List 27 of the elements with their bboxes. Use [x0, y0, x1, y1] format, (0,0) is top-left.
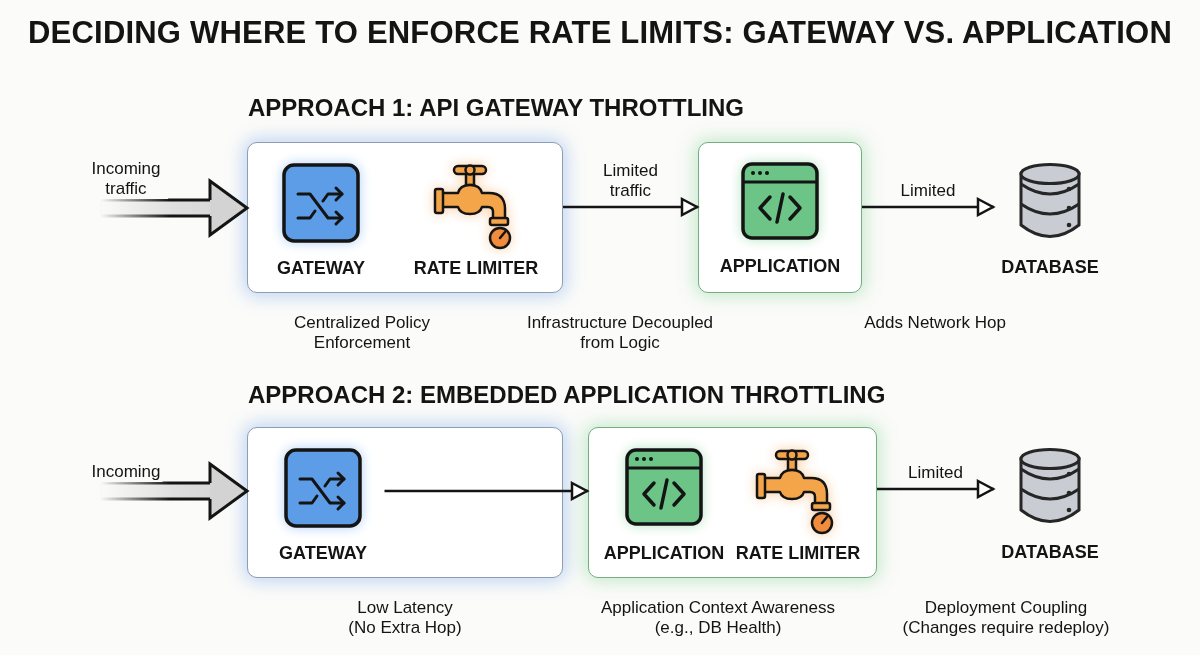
- arrow: [862, 197, 995, 217]
- node-label: DATABASE: [1001, 256, 1099, 278]
- block-arrow: [98, 462, 249, 520]
- diagram-title: DECIDING WHERE TO ENFORCE RATE LIMITS: GATEWAY VS. APPLICATION: [28, 14, 1172, 52]
- annotation-text: Infrastructure Decoupled from Logic: [525, 313, 715, 353]
- group-panel: [247, 427, 563, 578]
- node-label: GATEWAY: [279, 542, 367, 564]
- annotation-text: Adds Network Hop: [864, 313, 1006, 333]
- annotation-text: Low Latency (No Extra Hop): [347, 598, 463, 638]
- annotation-text: Application Context Awareness (e.g., DB Health): [599, 598, 837, 638]
- node-label: GATEWAY: [277, 257, 365, 279]
- node-label: APPLICATION: [719, 255, 841, 277]
- annotation-text: Centralized Policy Enforcement: [292, 313, 432, 353]
- node-label: RATE LIMITER: [735, 542, 861, 564]
- node-label: RATE LIMITER: [413, 257, 539, 279]
- group-panel: [588, 427, 877, 578]
- block-arrow: [98, 179, 249, 237]
- node-label: APPLICATION: [603, 542, 725, 564]
- section-heading: APPROACH 2: EMBEDDED APPLICATION THROTTLING: [248, 381, 886, 409]
- section-heading: APPROACH 1: API GATEWAY THROTTLING: [248, 94, 745, 122]
- annotation-text: Deployment Coupling (Changes require redeploy): [901, 598, 1111, 638]
- arrow: [563, 197, 699, 217]
- group-panel: [247, 142, 563, 293]
- arrow: [384, 481, 589, 501]
- arrow: [877, 479, 995, 499]
- component-card: [698, 142, 862, 293]
- node-label: DATABASE: [1001, 541, 1099, 563]
